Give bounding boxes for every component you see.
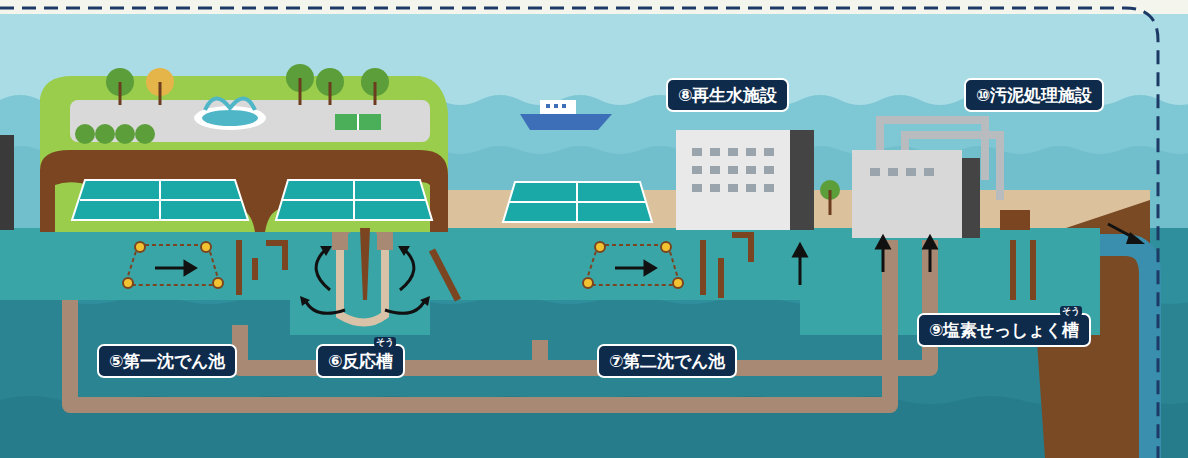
- label-box: ⑧再生水施設: [666, 78, 789, 112]
- stage-label: ⑦第二沈でん池: [609, 346, 725, 376]
- label-box: ⑤第一沈でん池: [97, 344, 237, 378]
- stage-label: ⑨塩素せっしょく槽: [929, 315, 1079, 345]
- label-box: ⑥反応槽そう: [316, 344, 405, 378]
- label-box: ⑨塩素せっしょく槽そう: [917, 313, 1091, 347]
- label-box: ⑩汚泥処理施設: [964, 78, 1104, 112]
- stage-label: ⑤第一沈でん池: [109, 346, 225, 376]
- label-box: ⑦第二沈でん池: [597, 344, 737, 378]
- furigana: そう: [1060, 306, 1082, 316]
- furigana: そう: [374, 337, 396, 347]
- stage-label: ⑧再生水施設: [678, 80, 777, 110]
- stage-label: ⑥反応槽: [328, 346, 393, 376]
- stage-label: ⑩汚泥処理施設: [976, 80, 1092, 110]
